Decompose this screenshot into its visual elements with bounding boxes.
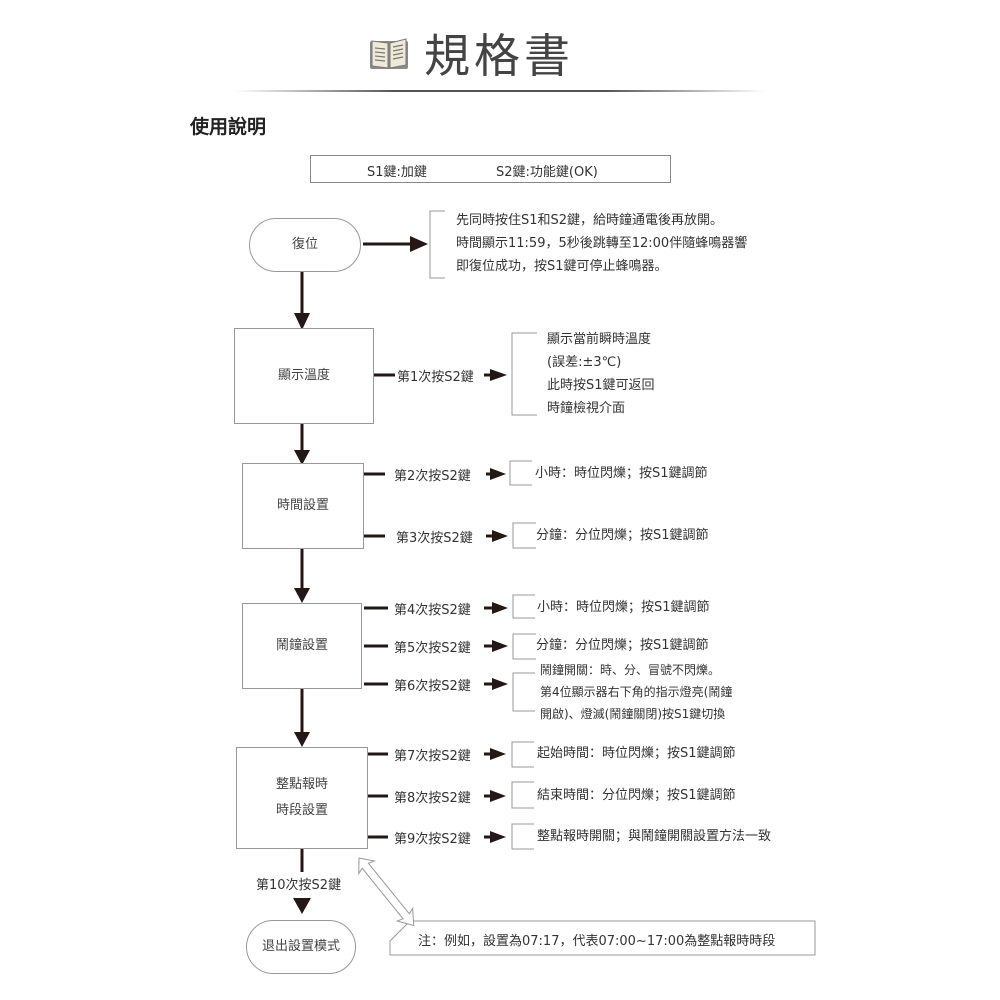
- exit-setting-node: 退出設置模式: [246, 920, 356, 974]
- page-header: 規格書: [368, 28, 574, 84]
- step-8-description: 結束時間：分位閃爍；按S1鍵調節: [537, 788, 736, 803]
- reset-label: 復位: [291, 237, 318, 252]
- chime-setting-label: 整點報時 時段設置: [276, 772, 328, 824]
- title-divider: [235, 90, 765, 92]
- step-4-label: 第4次按S2鍵: [392, 599, 473, 618]
- reset-desc-line: 先同時按住S1和S2鍵，給時鐘通電後再放開。: [456, 213, 724, 228]
- temperature-desc-line: 時鐘檢視介面: [547, 401, 626, 416]
- step-5-label: 第5次按S2鍵: [392, 637, 473, 656]
- step-4-description: 小時：時位閃爍；按S1鍵調節: [537, 600, 710, 615]
- step-6-label: 第6次按S2鍵: [392, 675, 473, 694]
- step-8-label: 第8次按S2鍵: [392, 787, 473, 806]
- alarm-setting-label: 鬧鐘設置: [275, 638, 328, 653]
- note-text: 注：例如，設置為07:17，代表07:00~17:00為整點報時時段: [418, 934, 776, 949]
- step-3-description: 分鐘：分位閃爍；按S1鍵調節: [536, 528, 709, 543]
- time-setting-label: 時間設置: [276, 498, 329, 513]
- step-6-desc-line: 開啟)、燈滅(鬧鐘關閉)按S1鍵切換: [540, 707, 726, 721]
- step-6-description: 鬧鐘開關：時、分、冒號不閃爍。 第4位顯示器右下角的指示燈亮(鬧鐘 開啟)、燈滅…: [540, 659, 732, 725]
- step-5-description: 分鐘：分位閃爍；按S1鍵調節: [536, 638, 709, 653]
- temperature-description: 顯示當前瞬時溫度 (誤差:±3℃) 此時按S1鍵可返回 時鐘檢視介面: [547, 328, 655, 420]
- temperature-desc-line: (誤差:±3℃): [547, 355, 622, 370]
- s1-key-legend: S1鍵:加鍵: [367, 165, 427, 180]
- step-7-label: 第7次按S2鍵: [392, 745, 473, 764]
- temperature-node: 顯示溫度: [234, 328, 374, 424]
- time-setting-node: 時間設置: [242, 463, 364, 549]
- step-2-label: 第2次按S2鍵: [392, 465, 473, 484]
- open-book-icon: [368, 35, 410, 77]
- temperature-label: 顯示溫度: [277, 368, 330, 383]
- chime-label-line: 時段設置: [275, 803, 328, 818]
- key-legend: S1鍵:加鍵 S2鍵:功能鍵(OK): [310, 155, 671, 183]
- step-2-description: 小時：時位閃爍；按S1鍵調節: [535, 466, 708, 481]
- chime-setting-node: 整點報時 時段設置: [236, 747, 368, 849]
- temperature-desc-line: 此時按S1鍵可返回: [547, 378, 655, 393]
- reset-desc-line: 即復位成功，按S1鍵可停止蜂鳴器。: [456, 259, 668, 274]
- step-1-label: 第1次按S2鍵: [395, 366, 476, 385]
- alarm-setting-node: 鬧鐘設置: [242, 603, 362, 689]
- reset-description: 先同時按住S1和S2鍵，給時鐘通電後再放開。 時間顯示11:59，5秒後跳轉至1…: [456, 209, 747, 278]
- step-3-label: 第3次按S2鍵: [394, 527, 475, 546]
- chime-label-line: 整點報時: [275, 777, 328, 792]
- page-title: 規格書: [424, 29, 574, 83]
- step-9-description: 整點報時開關；與鬧鐘開關設置方法一致: [537, 829, 772, 844]
- step-6-desc-line: 鬧鐘開關：時、分、冒號不閃爍。: [540, 663, 721, 677]
- step-6-desc-line: 第4位顯示器右下角的指示燈亮(鬧鐘: [540, 685, 733, 699]
- temperature-desc-line: 顯示當前瞬時溫度: [547, 332, 652, 347]
- reset-desc-line: 時間顯示11:59，5秒後跳轉至12:00伴隨蜂鳴器響: [456, 236, 748, 251]
- section-title: 使用說明: [190, 116, 267, 138]
- step-10-label: 第10次按S2鍵: [254, 874, 344, 893]
- step-7-description: 起始時間：時位閃爍；按S1鍵調節: [537, 746, 736, 761]
- step-9-label: 第9次按S2鍵: [392, 828, 473, 847]
- s2-key-legend: S2鍵:功能鍵(OK): [496, 165, 598, 180]
- reset-node: 復位: [249, 218, 361, 272]
- exit-setting-label: 退出設置模式: [261, 939, 340, 954]
